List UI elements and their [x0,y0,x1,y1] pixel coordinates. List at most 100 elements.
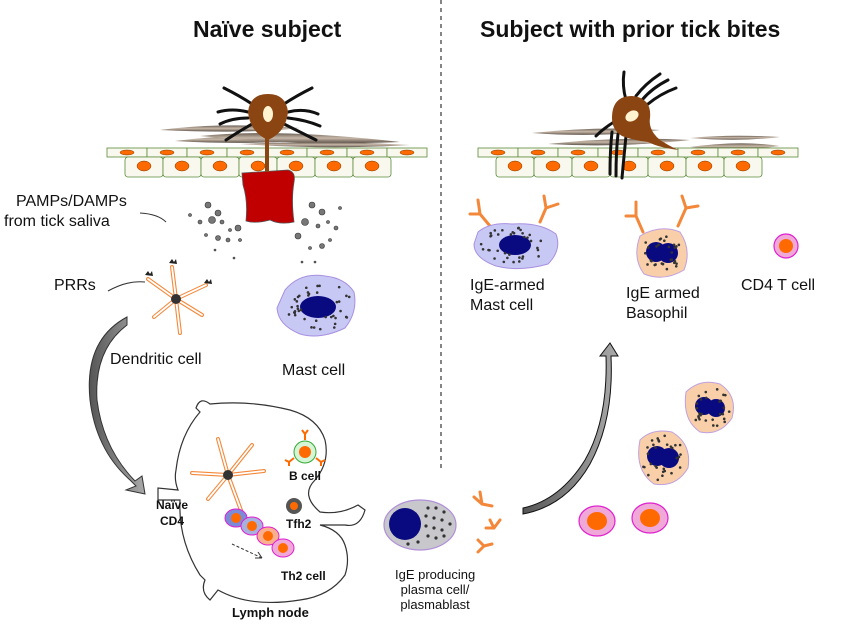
cell-nucleus [136,160,152,172]
label-ige-baso-line1: IgE armed [626,285,700,302]
granule [715,388,719,391]
granule [704,396,708,400]
granule [434,536,438,540]
granule [526,236,529,239]
label-cd4-t-cell: CD4 T cell [741,277,816,294]
saliva-particle [294,232,302,240]
granule [644,241,648,244]
saliva-particle [326,220,330,224]
granule [727,410,731,413]
granule [339,309,342,313]
granule [655,466,658,469]
granule [312,326,316,329]
ige-armed-basophil [624,194,700,278]
cell-nucleus [359,149,375,156]
cell-nucleus [250,160,266,172]
granule [295,300,299,303]
saliva-particle [208,216,216,224]
granule [432,516,436,520]
granule [661,262,665,266]
granule [502,260,506,264]
granule [650,259,653,263]
cell-nucleus [650,149,666,156]
granule [512,231,516,235]
cell-nucleus [770,149,786,156]
granule [518,256,521,259]
granule [674,443,677,447]
granule [337,300,341,303]
cell-nucleus [545,160,561,172]
cell-nucleus [279,149,295,156]
saliva-particle [234,224,242,232]
granule [646,263,649,266]
saliva-particle [301,218,309,226]
granule [296,304,299,308]
label-dendritic-cell: Dendritic cell [110,351,202,368]
right-tick-body [612,96,680,150]
granule [644,251,647,255]
granule [665,267,669,271]
granule [315,291,319,294]
cell-nucleus [239,149,255,156]
granule [649,462,653,466]
granule [715,424,719,427]
label-plasma-line2: plasma cell/ [400,581,470,597]
granule [672,261,676,265]
arrow-to-lymph-node [88,316,146,495]
granule [646,246,650,249]
cell-nucleus [326,160,342,172]
cell-nucleus [730,149,746,156]
granule [287,313,291,316]
saliva-particle [204,233,208,237]
saliva-particle [204,201,212,209]
granule [481,248,485,251]
granule [426,506,430,510]
saliva-particle [319,243,325,249]
granule [677,455,681,459]
th2-cell-2 [631,502,669,534]
granule [332,314,335,318]
granule [697,414,700,418]
granule [440,528,444,532]
granule [669,258,673,262]
saliva-particle [308,201,316,209]
granule [333,322,337,326]
granule [503,251,507,255]
differentiation-arrow [231,543,263,559]
granule [670,251,674,254]
granule [659,237,663,240]
left-stratum-corneum [160,125,410,148]
saliva-particle [197,219,203,225]
granule [314,319,318,323]
granule [694,418,698,422]
granule [496,249,499,253]
granule [335,300,339,304]
saliva-particle [328,238,332,242]
cell-nucleus [399,149,415,156]
label-ige-mast-line1: IgE-armed [470,277,545,294]
saliva-particle [225,237,231,243]
granule [678,466,682,469]
label-tfh2: Tfh2 [286,517,312,531]
label-lymph-node: Lymph node [232,605,309,620]
saliva-particle [313,260,317,264]
granule [518,260,521,263]
granule [661,470,665,474]
right-epithelium-top [477,147,799,158]
granule [663,239,666,243]
cell-nucleus [697,160,713,172]
basophil-2 [638,430,690,486]
granule [677,243,681,247]
saliva-particle [333,225,339,231]
granule [416,540,420,544]
label-naive-cd4-line1: Naïve [156,498,189,512]
granule [537,255,540,258]
granule [442,510,446,514]
left-tick-mouthpart [265,138,269,172]
granule [297,309,301,313]
granule [517,226,520,230]
saliva-particle [214,209,222,217]
granule [489,231,492,235]
pamps-particles-left [188,201,342,264]
